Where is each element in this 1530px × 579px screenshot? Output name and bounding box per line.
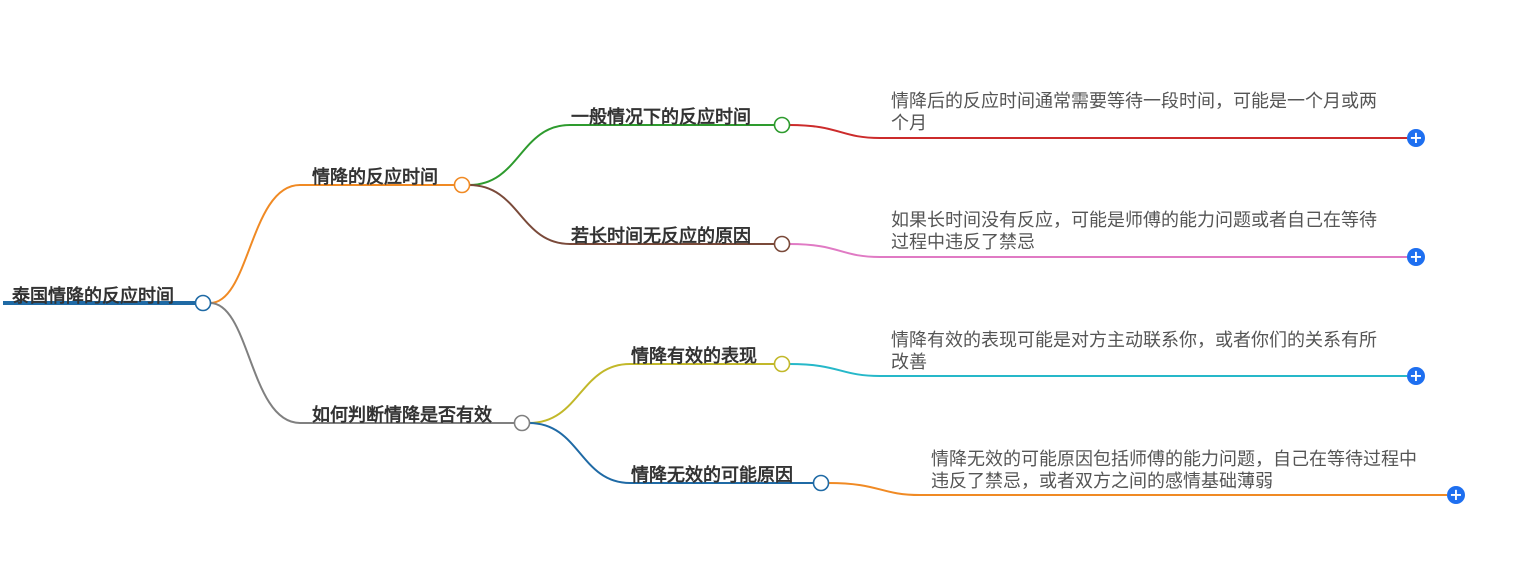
branch-judge-effective[interactable]: 如何判断情降是否有效 [312, 405, 492, 426]
topic-normal-reaction-time[interactable]: 一般情况下的反应时间 [571, 107, 751, 128]
branch-reaction-time[interactable]: 情降的反应时间 [312, 167, 438, 188]
root-topic[interactable]: 泰国情降的反应时间 [12, 286, 174, 307]
topic-effective-signs[interactable]: 情降有效的表现 [631, 346, 757, 367]
expand-leaf2-button[interactable]: + [1407, 248, 1425, 266]
leaf-effective-signs[interactable]: 情降有效的表现可能是对方主动联系你，或者你们的关系有所改善 [891, 330, 1377, 373]
leaf-normal-reaction-time[interactable]: 情降后的反应时间通常需要等待一段时间，可能是一个月或两个月 [891, 91, 1377, 134]
connector-branch1-child2 [468, 184, 774, 245]
connector-leaf2 [788, 243, 1407, 258]
branch1-child2-collapse-node[interactable] [773, 235, 791, 253]
branch2-collapse-node[interactable] [513, 414, 531, 432]
branch1-collapse-node[interactable] [453, 176, 471, 194]
expand-leaf1-button[interactable]: + [1407, 129, 1425, 147]
connector-branch2-child1 [528, 363, 774, 424]
branch2-child1-collapse-node[interactable] [773, 355, 791, 373]
root-collapse-node[interactable] [194, 294, 212, 312]
connector-leaf4 [827, 482, 1447, 496]
plus-icon: + [1409, 366, 1423, 385]
plus-icon: + [1409, 247, 1423, 266]
expand-leaf4-button[interactable]: + [1447, 486, 1465, 504]
connector-root-branch2 [209, 302, 515, 424]
expand-leaf3-button[interactable]: + [1407, 367, 1425, 385]
topic-ineffective-reasons[interactable]: 情降无效的可能原因 [631, 465, 793, 486]
plus-icon: + [1409, 128, 1423, 147]
connector-branch2-child2 [528, 422, 813, 484]
connector-root-branch1 [209, 184, 455, 304]
branch1-child1-collapse-node[interactable] [773, 116, 791, 134]
topic-no-reaction-reason[interactable]: 若长时间无反应的原因 [571, 226, 751, 247]
plus-icon: + [1449, 485, 1463, 504]
connector-branch1-child1 [468, 124, 774, 186]
leaf-no-reaction-reason[interactable]: 如果长时间没有反应，可能是师傅的能力问题或者自己在等待过程中违反了禁忌 [891, 210, 1377, 253]
branch2-child2-collapse-node[interactable] [812, 474, 830, 492]
leaf-ineffective-reasons[interactable]: 情降无效的可能原因包括师傅的能力问题，自己在等待过程中违反了禁忌，或者双方之间的… [931, 449, 1417, 492]
connector-leaf3 [788, 363, 1407, 377]
connector-leaf1 [788, 124, 1407, 139]
